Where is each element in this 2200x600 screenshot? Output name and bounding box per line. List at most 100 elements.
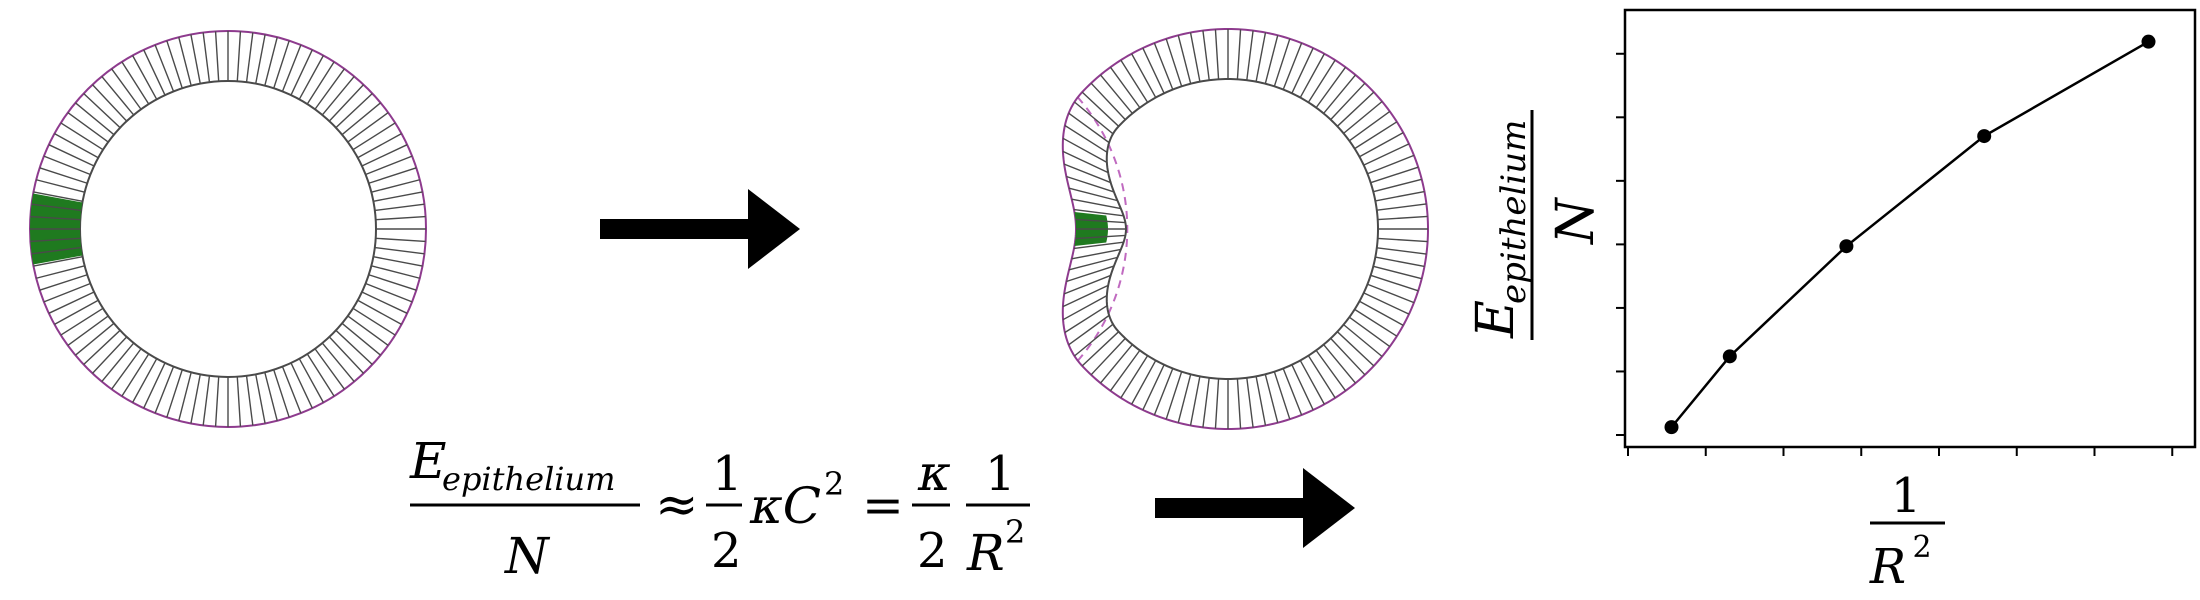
y-label-symbol: E [1466,300,1526,339]
cell-wall [30,215,81,221]
cell-wall [368,167,417,184]
cell-wall [1142,47,1165,94]
cell-wall [298,358,325,403]
cell-wall [83,329,121,366]
equation-exponent-1: 2 [824,465,844,503]
cell-wall [1081,331,1120,367]
y-label-subscript: epithelium [1494,120,1534,304]
cell-wall [281,44,302,92]
cell-wall [273,40,290,89]
equation-lhs-denominator: N [504,527,551,585]
cell-wall [43,155,91,176]
cell-wall [36,179,85,193]
cell-wall [1330,337,1366,376]
cell-wall [1377,237,1428,243]
cell-wall [347,112,389,143]
cell-wall [202,32,211,83]
cell-wall [1315,349,1347,392]
cell-wall [101,75,135,116]
data-point [1664,420,1679,435]
cell-wall [60,122,104,151]
cell-wall [1189,376,1201,426]
cell-wall [39,167,88,184]
cell-wall [361,144,408,167]
cell-wall [1363,292,1410,315]
cell-wall [365,282,413,303]
cell-wall [371,179,420,193]
cell-wall [91,336,128,374]
cell-wall [154,366,175,414]
cell-wall [1282,368,1303,416]
cell-wall [1062,150,1109,174]
cell-wall [314,348,345,390]
x-label-exponent: 2 [1912,530,1931,565]
cell-wall [375,237,426,243]
cell-wall [36,265,85,279]
cell-wall [1291,47,1314,94]
equation-lhs-subscript: epithelium [442,460,615,498]
cell-wall [1299,360,1325,405]
cell-wall [1343,100,1383,134]
cell-wall [190,34,201,84]
cell-wall [83,92,121,129]
cell-wall [74,322,115,356]
cell-wall [1343,324,1383,358]
cell-wall [1074,323,1114,357]
equation-exponent-2: 2 [1005,513,1025,551]
circular-epithelium-icon [29,30,427,428]
cell-wall [371,265,420,279]
cell-wall [178,372,192,421]
cell-wall [54,299,99,326]
cell-wall [361,291,408,314]
data-point [2141,34,2156,49]
cell-wall [1120,355,1149,399]
cell-wall [375,215,426,221]
cell-wall [352,122,396,151]
cell-wall [31,203,82,212]
cell-wall [1236,378,1242,429]
equation-approx: ≈ [655,475,699,535]
basal-surface [79,80,377,378]
x-label-numerator: 1 [1891,468,1922,524]
cell-wall [1090,337,1126,376]
data-point [1839,239,1854,254]
cell-wall [335,92,373,129]
cell-wall [328,336,365,374]
cell-wall [1064,305,1108,334]
cell-wall [48,291,95,314]
cell-wall [374,246,425,255]
cell-wall [1348,316,1391,348]
cell-wall [1153,42,1174,90]
cell-wall [1062,137,1108,164]
cell-wall [341,322,382,356]
cell-wall [202,375,211,426]
cell-wall [1273,371,1291,420]
cell-wall [1282,42,1303,90]
cell-wall [1189,32,1201,82]
cell-wall [1375,256,1425,268]
cell-wall [306,61,335,105]
cell-wall [1330,82,1366,121]
cell-wall [111,348,142,390]
cell-wall [1063,163,1111,184]
cell-wall [365,155,413,176]
cell-wall [214,31,220,82]
cell-wall [1081,91,1120,127]
cell-wall [143,49,166,96]
cell-wall [1336,331,1375,367]
cell-wall [1090,82,1126,121]
cell-wall [321,342,355,383]
cell-wall [1246,377,1254,428]
data-point [1722,349,1737,364]
cell-wall [357,132,402,159]
cell-wall [236,31,242,82]
cell-wall [1068,256,1118,271]
cell-wall [1359,132,1404,158]
cell-wall [264,37,278,86]
plot-frame [1623,8,2197,449]
cell-wall [214,376,220,427]
cell-wall [1214,378,1220,429]
cell-wall [1068,314,1110,346]
cell-wall [131,358,158,403]
data-point [1977,129,1992,144]
